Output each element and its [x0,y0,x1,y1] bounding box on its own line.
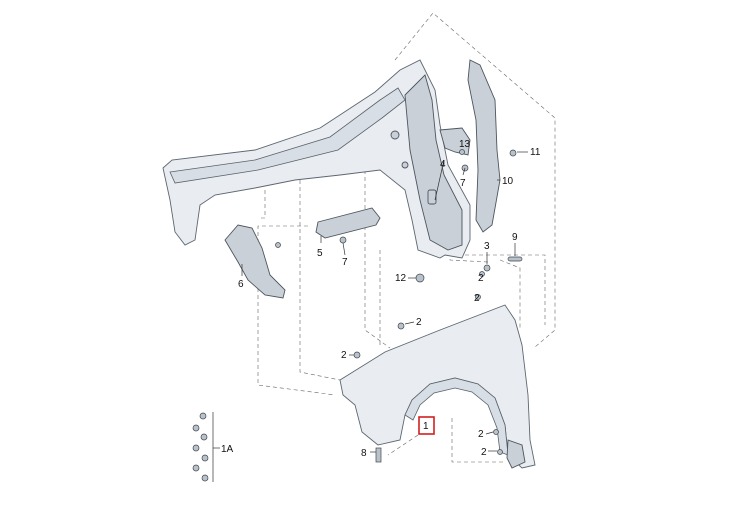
fender-rear-extension [506,439,526,469]
callout-7-right: 7 [460,178,466,189]
callout-2-bottom: 2 [481,447,487,458]
part-6-side-bracket [224,224,286,299]
bolt-2d [475,294,481,300]
callout-1a: 1A [221,444,234,455]
clip-9 [507,256,523,262]
callout-2-top: 2 [416,317,422,328]
pillar-slot [427,189,437,205]
screw-3 [483,264,491,272]
pillar-hole-b [401,161,409,169]
clip-1a-3 [200,433,208,441]
bolt-2a [397,322,405,330]
clip-11 [509,149,517,157]
pillar-hole-a [390,130,400,140]
callout-2-lower: 2 [478,429,484,440]
bolt-2b [353,351,361,359]
a-pillar-apron-structure [162,59,471,259]
screw-side-6 [275,242,281,248]
pillar-flange [404,74,463,251]
pin-8 [375,447,382,463]
callout-8: 8 [361,448,367,459]
callout-labels: 1 1A 2 2 2 2 2 2 3 4 5 6 7 7 8 9 10 11 1… [221,139,541,459]
callout-9: 9 [512,232,518,243]
clip-1a-4 [192,444,200,452]
assembly-reference-lines [257,12,556,463]
bolt-7a [339,236,347,244]
callout-2-right-upper: 2 [478,273,484,284]
callout-3: 3 [484,241,490,252]
clip-1a-1 [199,412,207,420]
fasteners [275,149,523,463]
callout-1: 1 [423,421,429,432]
callout-5: 5 [317,248,323,259]
rail-inner-face [169,87,406,184]
callout-10: 10 [502,176,514,187]
clip-1a-2 [192,424,200,432]
callout-2-right-mid: 2 [474,293,480,304]
callout-6: 6 [238,279,244,290]
highlight-box-part-1 [418,416,435,435]
callout-13: 13 [459,139,471,150]
clip-1a-7 [201,474,209,482]
bolt-2c [479,271,485,277]
part-4-upper-bracket [439,127,471,156]
callout-12: 12 [395,273,407,284]
callout-2-left: 2 [341,350,347,361]
bolt-2e [493,429,499,435]
clip-1a-6 [192,464,200,472]
leader-lines [241,151,528,453]
bolt-13 [459,149,465,155]
part-10-seal-strip [467,59,501,233]
callout-4: 4 [440,159,446,170]
callout-11: 11 [530,147,541,158]
nut-12 [415,273,425,283]
part-1-fender [339,304,536,469]
part-1a-clip-set [192,412,220,482]
bolt-2f [497,449,503,455]
clip-1a-5 [201,454,209,462]
part-5-mounting-bracket [315,207,381,239]
callout-7-left: 7 [342,257,348,268]
